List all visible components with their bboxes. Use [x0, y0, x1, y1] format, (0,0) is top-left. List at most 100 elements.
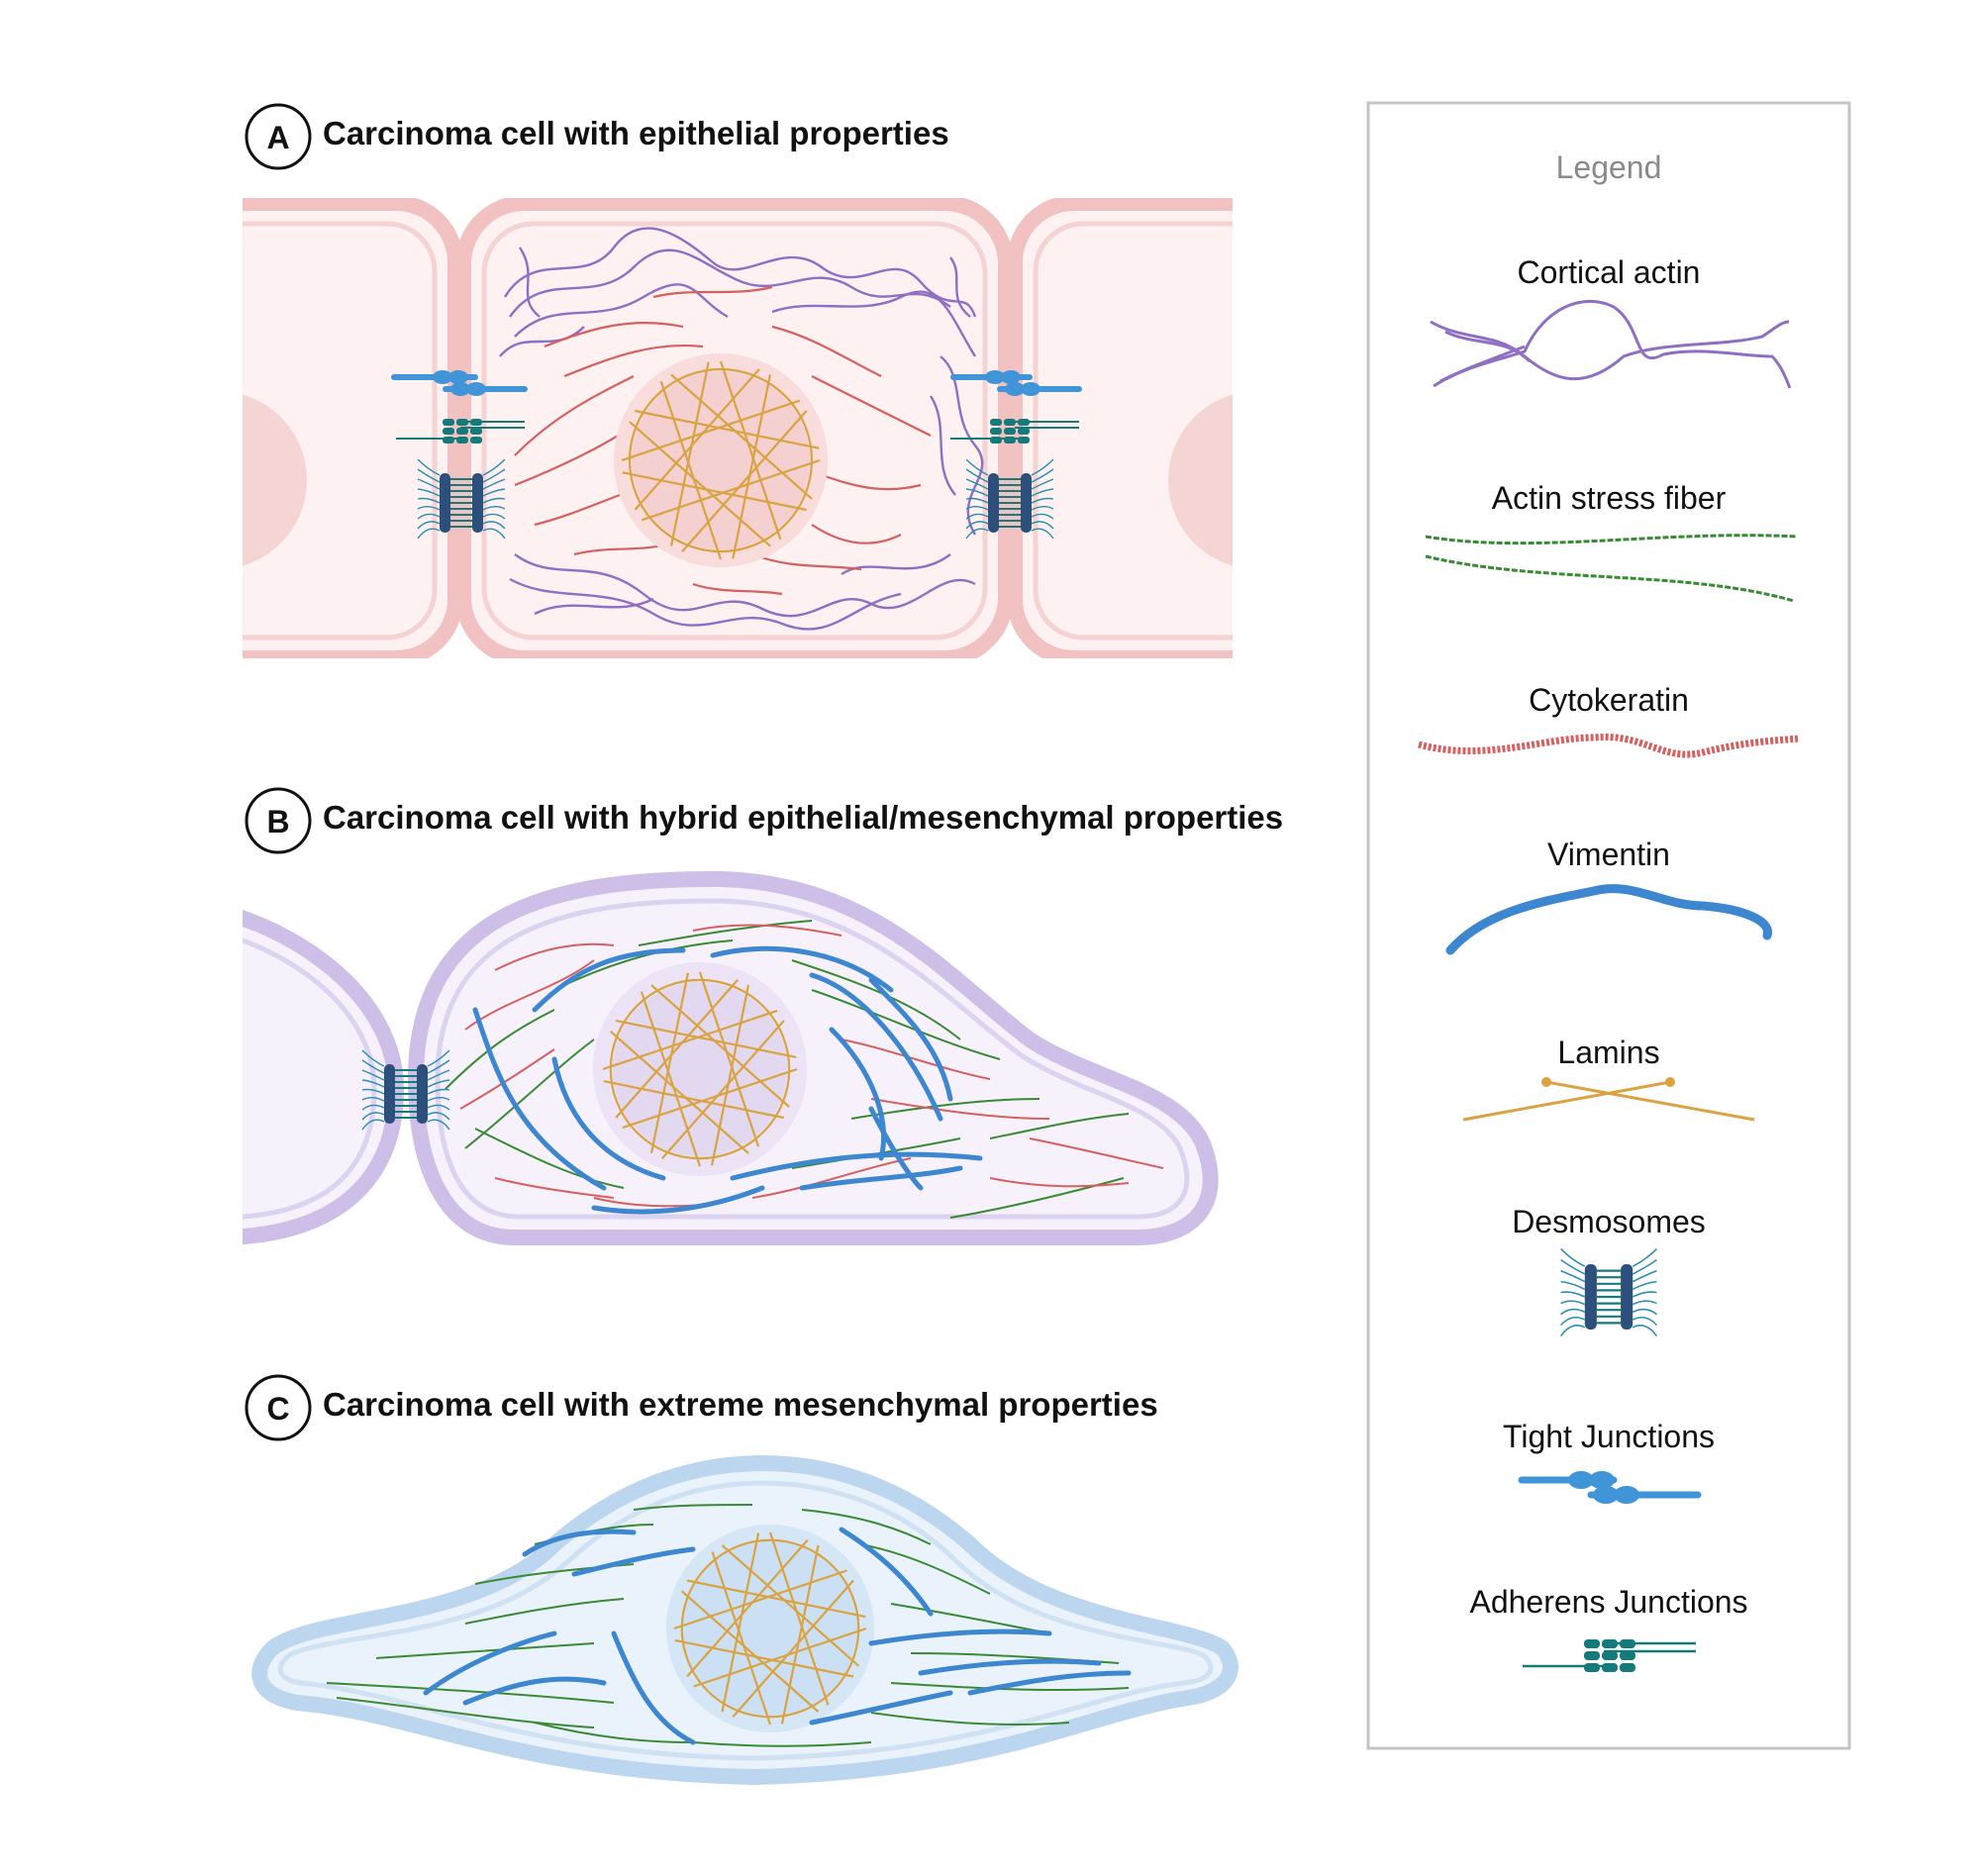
legend-label-tight-junctions: Tight Junctions — [1503, 1419, 1715, 1454]
panel-b-letter: B — [266, 804, 289, 839]
desmosome-filament — [427, 1119, 450, 1131]
desmosome-icon — [1559, 1248, 1658, 1337]
legend-item-vimentin: Vimentin — [1445, 837, 1772, 955]
legend-item-desmosomes: Desmosomes — [1512, 1204, 1706, 1337]
lamin-filament — [721, 1544, 860, 1667]
legend-item-adherens-junctions: Adherens Junctions — [1469, 1584, 1748, 1672]
desmosome-filament — [417, 506, 441, 511]
desmosome-filament — [1031, 513, 1054, 520]
legend-label-cortical-actin: Cortical actin — [1518, 254, 1701, 290]
desmosome-filament — [1632, 1248, 1657, 1267]
adherens-junction-right — [950, 419, 1079, 444]
cytokeratin-network — [514, 285, 932, 596]
lamin-ring-a — [621, 360, 821, 560]
vimentin-c — [423, 1527, 1132, 1745]
desmosome-filament — [1632, 1258, 1657, 1275]
lamin-shell — [609, 978, 791, 1160]
legend-label-cytokeratin: Cytokeratin — [1529, 682, 1689, 718]
lamin-filament — [670, 373, 813, 500]
desmosome-filament — [1560, 1258, 1586, 1275]
panel-b-cells — [243, 910, 405, 1244]
lamin-filament — [673, 1569, 847, 1630]
desmosome-filament — [1560, 1248, 1586, 1267]
desmosome-filament — [417, 488, 441, 497]
desmosome-filament — [1632, 1269, 1657, 1283]
lamin-filament — [615, 979, 739, 1119]
desmosome-filament — [417, 521, 441, 530]
panel-b-heading: B Carcinoma cell with hybrid epithelial/… — [245, 787, 1283, 854]
desmosome-filament — [482, 458, 506, 476]
lamin-shell — [680, 1538, 860, 1719]
neighbor-nucleus-left — [243, 394, 307, 566]
lamin-filament — [768, 1531, 830, 1706]
junctions-left — [391, 370, 528, 540]
adherens-junction-icon — [1523, 1639, 1696, 1672]
desmosome-plaque — [1621, 1264, 1634, 1330]
desmosome-filament — [361, 1104, 385, 1111]
lamin-filament — [732, 374, 772, 559]
desmosome-filament — [1031, 458, 1054, 476]
legend-item-tight-junctions: Tight Junctions — [1503, 1419, 1715, 1504]
desmosome-filament — [361, 1049, 385, 1067]
desmosome-filament — [361, 1097, 385, 1102]
panel-b-title: Carcinoma cell with hybrid epithelial/me… — [323, 799, 1283, 836]
lamin-filament — [674, 1638, 854, 1678]
lamin-filament — [622, 471, 807, 512]
lamin-filament — [621, 399, 801, 462]
desmosome-plaque — [1021, 473, 1032, 533]
desmosome-filament — [361, 1079, 385, 1088]
desmosome-filament — [417, 497, 441, 504]
legend-label-actin-stress-fiber: Actin stress fiber — [1492, 480, 1727, 516]
lamin-filament — [680, 1590, 820, 1713]
tight-junction-right — [950, 370, 1082, 396]
desmosome-filament — [1031, 488, 1054, 497]
lamin-filament — [641, 458, 821, 522]
lamin-filament — [681, 410, 808, 552]
desmosome-filament — [1031, 528, 1054, 540]
lamin-filament — [650, 984, 790, 1108]
desmosome-filament — [1632, 1308, 1657, 1316]
nucleus-b — [593, 962, 807, 1176]
lamin-filament — [635, 409, 820, 449]
desmosome-filament — [965, 528, 989, 540]
cortical-actin-icon — [1430, 299, 1792, 389]
panel-b: B Carcinoma cell with hybrid epithelial/… — [243, 787, 1283, 1245]
desmosome-filament — [965, 488, 989, 497]
desmosome-filament — [427, 1069, 450, 1081]
lamin-ring-b — [602, 971, 798, 1167]
nucleus-c — [666, 1525, 874, 1732]
desmosome-filament — [1560, 1300, 1586, 1306]
desmosome-filament — [361, 1069, 385, 1081]
lamin-filament — [698, 971, 760, 1147]
desmosome-filament — [361, 1088, 385, 1095]
nucleus-a — [614, 353, 828, 567]
cytokeratin-b — [459, 924, 1164, 1208]
legend-label-vimentin: Vimentin — [1547, 837, 1670, 872]
lamin-filament — [693, 1627, 867, 1688]
desmosome-filament — [482, 506, 506, 511]
desmosome-filament — [427, 1049, 450, 1067]
legend-item-lamins: Lamins — [1462, 1035, 1755, 1122]
desmosome-filament — [965, 513, 989, 520]
panel-c-heading: C Carcinoma cell with extreme mesenchyma… — [245, 1374, 1158, 1441]
lamin-filament — [732, 1579, 854, 1719]
desmosome-filament — [427, 1104, 450, 1111]
desmosome-plaque — [440, 473, 450, 533]
desmosome-filament — [427, 1112, 450, 1121]
desmosome-filament — [427, 1079, 450, 1088]
desmosome-filament — [1031, 478, 1054, 490]
desmosome-filament — [361, 1112, 385, 1121]
desmosome-filament — [1632, 1317, 1657, 1327]
lamin-filament — [659, 380, 723, 560]
desmosome-filament — [417, 478, 441, 490]
cortical-actin-network — [499, 227, 984, 631]
desmosome-filament — [965, 506, 989, 511]
desmosome-plaque — [1584, 1264, 1597, 1330]
legend-item-cortical-actin: Cortical actin — [1430, 254, 1792, 389]
desmosome-filament — [417, 468, 441, 483]
lamin-filament — [629, 421, 771, 547]
desmosome-filament — [1560, 1291, 1586, 1298]
lamin-filament — [603, 1080, 785, 1120]
desmosome-filament — [482, 468, 506, 483]
